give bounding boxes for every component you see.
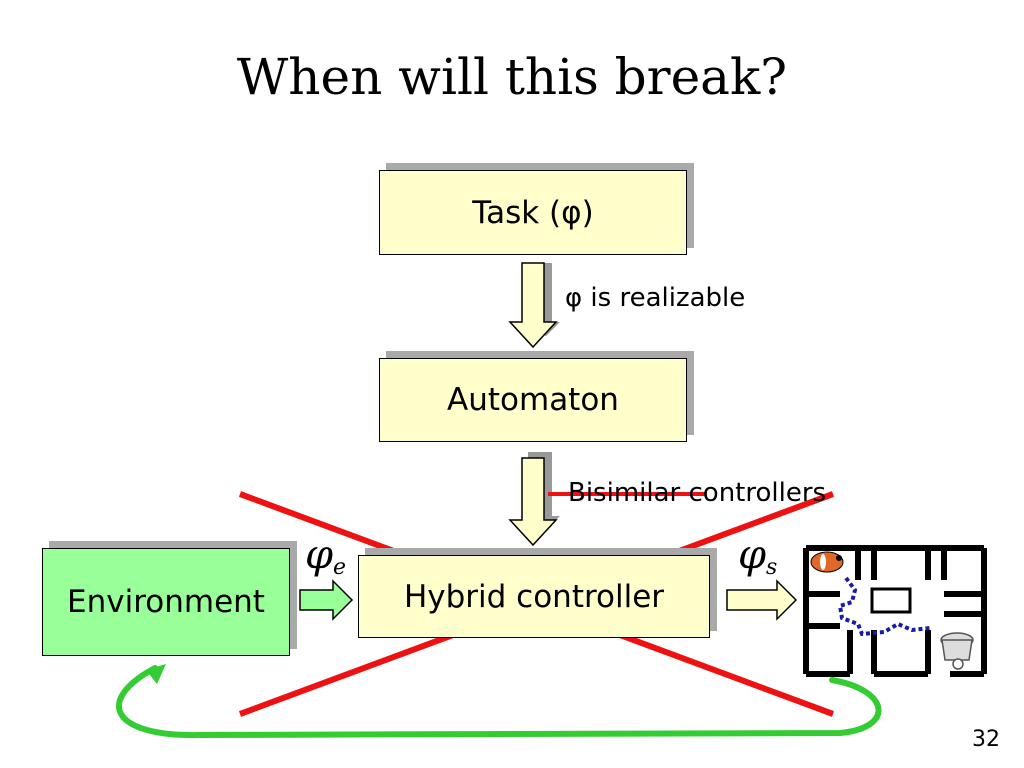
robot-icon <box>810 551 844 573</box>
phi-e-subscript: e <box>333 555 347 580</box>
automaton-label: Automaton <box>447 382 619 418</box>
bisimilar-struck-text: Bisimilar <box>568 478 681 508</box>
task-box: Task (φ) <box>379 170 687 255</box>
phi-s-symbol: φs <box>738 532 777 580</box>
robot-path <box>837 576 931 637</box>
automaton-box: Automaton <box>379 358 687 442</box>
goal-pot-icon <box>940 632 974 670</box>
task-label: Task (φ) <box>472 194 594 231</box>
arrow-automaton-to-controller <box>508 452 560 547</box>
phi-s-base: φ <box>738 532 767 578</box>
phi-s-subscript: s <box>766 555 778 580</box>
bisimilar-controllers-label: Bisimilar controllers <box>568 478 826 508</box>
phi-e-symbol: φe <box>305 532 346 580</box>
feedback-loop-arrow <box>116 664 882 739</box>
arrow-task-to-automaton <box>508 262 560 349</box>
hybrid-controller-box: Hybrid controller <box>358 555 710 638</box>
realizable-label: φ is realizable <box>565 283 746 313</box>
slide-title: When will this break? <box>236 48 788 106</box>
arrow-phi-e <box>299 579 354 621</box>
environment-box: Environment <box>42 548 290 656</box>
controllers-text: controllers <box>688 478 827 508</box>
robot-workspace-map <box>803 545 987 677</box>
arrow-phi-s <box>726 579 798 621</box>
page-number: 32 <box>972 727 1000 752</box>
phi-e-base: φ <box>305 532 334 578</box>
environment-label: Environment <box>67 584 265 620</box>
hybrid-controller-label: Hybrid controller <box>403 578 665 615</box>
